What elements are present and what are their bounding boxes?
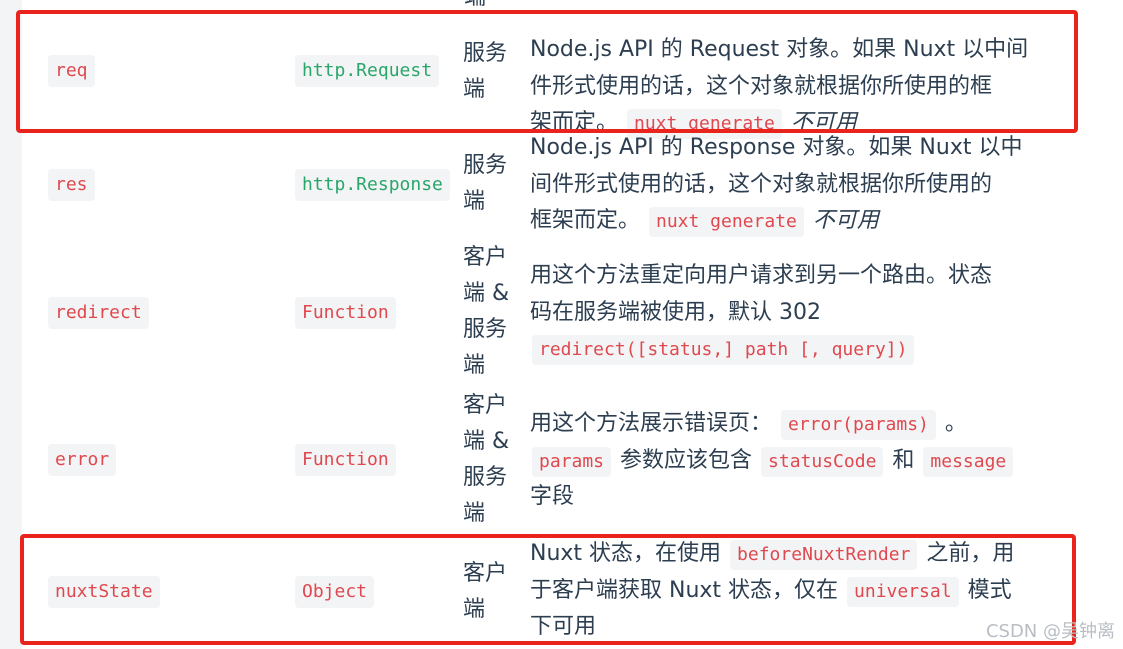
inline-code: beforeNuxtRender (730, 540, 918, 570)
description-text: 用这个方法重定向用户请求到另一个路由。状态 (530, 263, 993, 288)
description-text: 下可用 (530, 614, 597, 639)
property-description: Node.js API 的 Response 对象。如果 Nuxt 以中间件形式… (530, 130, 1050, 240)
property-name: redirect (48, 297, 149, 329)
property-name: nuxtState (48, 576, 160, 608)
description-text: 于客户端获取 Nuxt 状态，仅在 (530, 577, 846, 603)
description-text: 件形式使用的话，这个对象就根据你所使用的框 (530, 73, 993, 99)
property-description: 用这个方法展示错误页： error(params) 。params 参数应该包含… (530, 406, 1050, 516)
inline-code: redirect([status,] path [, query]) (532, 335, 915, 365)
side-line: 服务 (463, 317, 508, 342)
property-side: 服务端 (463, 36, 523, 108)
property-description: 用这个方法重定向用户请求到另一个路由。状态码在服务端被使用，默认 302 redi… (530, 258, 1050, 368)
side-line: 端 (463, 353, 486, 378)
property-type: Object (295, 576, 375, 608)
side-line: 服务 (463, 153, 508, 178)
description-line: Node.js API 的 Response 对象。如果 Nuxt 以中 (530, 130, 1050, 167)
description-text: 之前，用 (919, 541, 1015, 566)
description-text: Nuxt 状态，在使用 (530, 541, 729, 566)
csdn-watermark: CSDN @吴钟离 (985, 621, 1115, 642)
description-line: Node.js API 的 Request 对象。如果 Nuxt 以中间 (530, 32, 1050, 69)
description-text: 框架而定。 (530, 208, 647, 233)
property-type: Function (295, 297, 396, 329)
property-side: 客户端 & 服务端 (463, 240, 523, 384)
description-text: 用这个方法展示错误页： (530, 411, 779, 436)
description-text: 模式 (960, 577, 1012, 603)
inline-code: statusCode (761, 446, 884, 477)
side-line: 端 (463, 501, 486, 526)
description-text: 。 (937, 411, 967, 436)
previous-row-stub: 端 (464, 0, 486, 10)
description-line: 件形式使用的话，这个对象就根据你所使用的框 (530, 69, 1050, 106)
inline-code: nuxt generate (627, 109, 782, 139)
side-line: 端 & (463, 281, 510, 306)
description-line: 码在服务端被使用，默认 302 (530, 295, 1050, 332)
description-text: 和 (885, 447, 922, 473)
side-line: 服务 (463, 465, 508, 490)
property-type: http.Request (295, 55, 440, 87)
highlight-box-nuxtstate (20, 534, 1076, 645)
property-type: http.Response (295, 169, 450, 201)
description-text: 字段 (530, 484, 575, 509)
description-line: redirect([status,] path [, query]) (530, 331, 1050, 368)
side-line: 端 (463, 597, 486, 622)
inline-code: nuxt generate (649, 207, 804, 237)
property-name: req (48, 55, 95, 87)
property-side: 服务端 (463, 148, 523, 220)
description-text: Node.js API 的 Request 对象。如果 Nuxt 以中间 (530, 37, 1029, 62)
property-name: error (48, 444, 117, 476)
description-line: 框架而定。 nuxt generate 不可用 (530, 203, 1050, 240)
inline-code: message (923, 446, 1014, 477)
description-text: 码在服务端被使用，默认 302 (530, 299, 821, 325)
property-side: 客户端 & 服务端 (463, 388, 523, 532)
property-description: Nuxt 状态，在使用 beforeNuxtRender 之前，用于客户端获取 … (530, 536, 1050, 646)
side-line: 端 & (463, 429, 510, 454)
description-line: 于客户端获取 Nuxt 状态，仅在 universal 模式 (530, 573, 1050, 610)
description-line: 下可用 (530, 609, 1050, 646)
side-line: 客户 (463, 245, 508, 270)
inline-code: error(params) (781, 410, 936, 440)
description-line: Nuxt 状态，在使用 beforeNuxtRender 之前，用 (530, 536, 1050, 573)
property-name: res (48, 169, 95, 201)
description-line: params 参数应该包含 statusCode 和 message (530, 443, 1050, 480)
side-line: 客户 (463, 393, 508, 418)
property-type: Function (295, 444, 396, 476)
inline-code: params (532, 446, 612, 477)
description-line: 用这个方法重定向用户请求到另一个路由。状态 (530, 258, 1050, 295)
description-line: 用这个方法展示错误页： error(params) 。 (530, 406, 1050, 443)
property-side: 客户端 (463, 556, 523, 628)
side-line: 服务 (463, 41, 508, 66)
side-line: 客户 (463, 561, 508, 586)
highlight-box-req (16, 10, 1078, 133)
description-text: Node.js API 的 Response 对象。如果 Nuxt 以中 (530, 135, 1023, 160)
left-gutter (0, 0, 22, 649)
inline-code: universal (847, 576, 959, 607)
italic-note: 不可用 (805, 208, 879, 233)
side-line: 端 (463, 189, 486, 214)
description-line: 间件形式使用的话，这个对象就根据你所使用的 (530, 167, 1050, 204)
description-text: 参数应该包含 (613, 447, 760, 473)
description-line: 字段 (530, 479, 1050, 516)
description-text: 间件形式使用的话，这个对象就根据你所使用的 (530, 171, 993, 197)
side-line: 端 (463, 77, 486, 102)
